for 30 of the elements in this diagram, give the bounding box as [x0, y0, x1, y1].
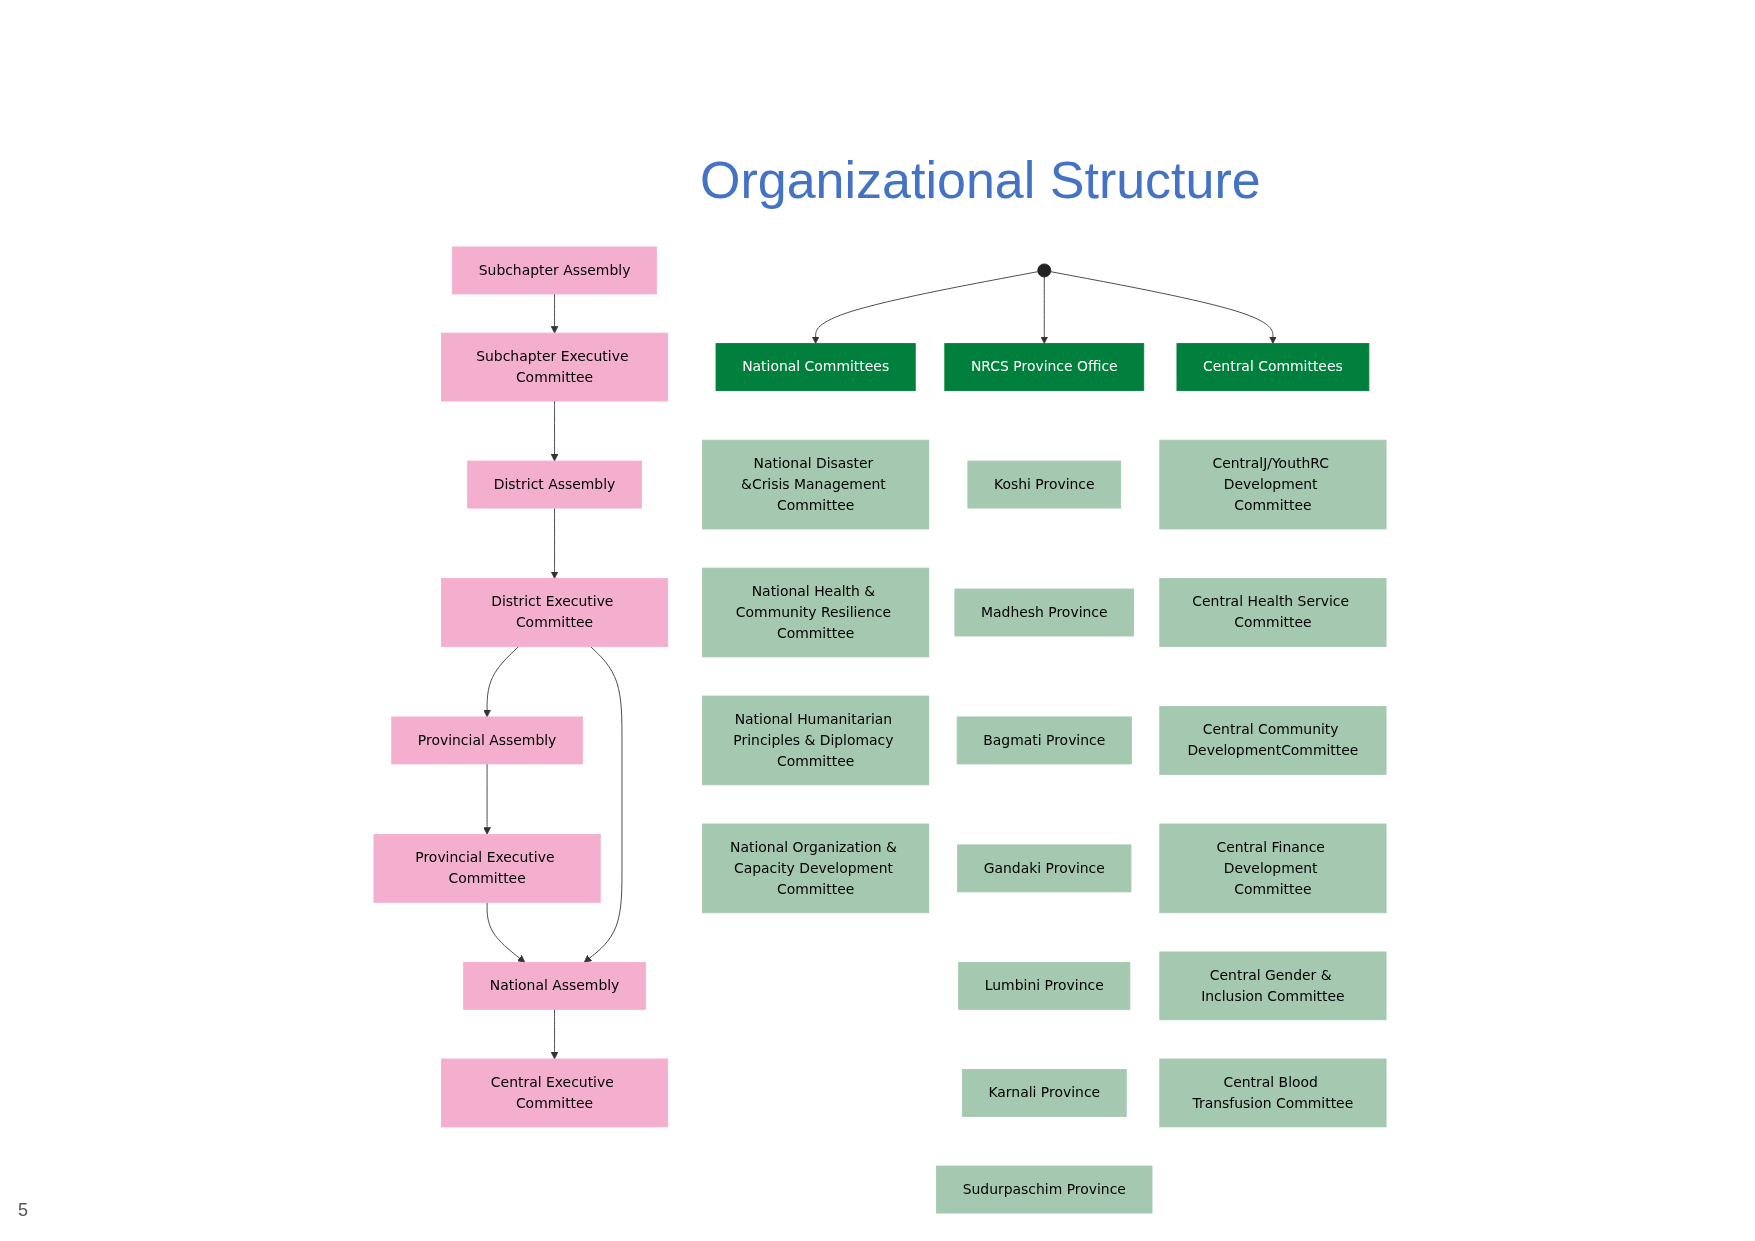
node-box: Gandaki Province: [957, 844, 1132, 893]
node-box: District Executive Committee: [440, 578, 669, 647]
node-box: CentralJ/YouthRC Development Committee: [1159, 439, 1387, 530]
node-box: Karnali Province: [961, 1069, 1127, 1117]
node-box: Central Community DevelopmentCommittee: [1159, 706, 1387, 775]
node-box: National Humanitarian Principles & Diplomacy Committee: [702, 695, 930, 786]
node-box: National Committees: [715, 343, 916, 391]
node-box: Bagmati Province: [956, 716, 1132, 765]
node-box: National Health & Community Resilience Committee: [702, 567, 930, 658]
node-box: Madhesh Province: [954, 588, 1135, 637]
node-box: Provincial Assembly: [391, 716, 583, 765]
node-box: Lumbini Province: [958, 961, 1131, 1010]
node-box: National Assembly: [463, 961, 646, 1010]
node-box: NRCS Province Office: [944, 343, 1145, 391]
node-box: Subchapter Assembly: [452, 246, 657, 295]
page-number: 5: [18, 1200, 28, 1220]
node-box: Subchapter Executive Committee: [440, 332, 669, 402]
node-box: Central Blood Transfusion Committee: [1159, 1058, 1387, 1128]
node-box: District Assembly: [467, 460, 642, 509]
node-box: Central Health Service Committee: [1159, 578, 1387, 647]
diagram-title: Organizational Structure: [700, 150, 1261, 210]
node-box: National Disaster &Crisis Management Committee: [702, 439, 930, 530]
node-box: Central Gender & Inclusion Committee: [1159, 951, 1387, 1021]
node-box: Koshi Province: [967, 460, 1122, 509]
node-box: National Organization & Capacity Development Committee: [702, 823, 930, 914]
node-box: Central Finance Development Committee: [1159, 823, 1387, 914]
node-box: Provincial Executive Committee: [373, 834, 601, 903]
node-box: Central Executive Committee: [440, 1058, 669, 1128]
node-box: Sudurpaschim Province: [936, 1165, 1153, 1214]
node-box: Central Committees: [1176, 343, 1370, 391]
